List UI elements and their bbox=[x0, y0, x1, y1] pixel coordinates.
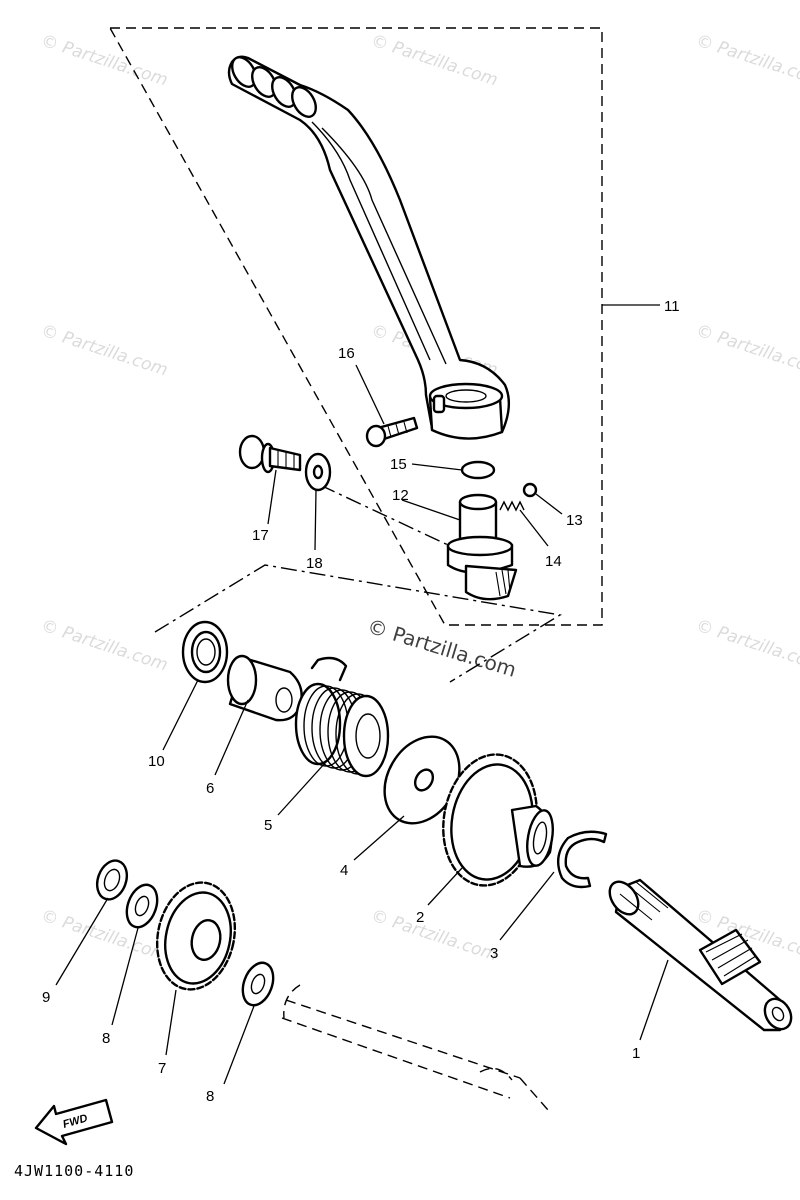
callout-8: 8 bbox=[102, 1030, 110, 1047]
alignment-line bbox=[319, 484, 449, 546]
phantom-shaft bbox=[281, 984, 549, 1111]
washer-8 bbox=[125, 883, 159, 929]
leader-line bbox=[223, 1005, 255, 1085]
watermark-layer: © Partzilla.com © Partzilla.com © Partzi… bbox=[38, 31, 800, 966]
leader-line bbox=[535, 493, 563, 515]
clip-3 bbox=[556, 830, 608, 889]
kick-crank-lever bbox=[227, 55, 510, 440]
drawing-code: 4JW1100-4110 bbox=[14, 1162, 134, 1180]
bolt-16 bbox=[365, 416, 419, 448]
callout-17: 17 bbox=[252, 527, 269, 544]
flange-bolt-17 bbox=[238, 434, 302, 474]
leader-line bbox=[111, 927, 139, 1026]
idler-gear-7 bbox=[155, 881, 237, 991]
leader-line bbox=[277, 761, 327, 816]
callout-14: 14 bbox=[545, 553, 562, 570]
watermark-center: © Partzilla.com bbox=[365, 614, 520, 682]
kick-spring-5 bbox=[294, 656, 390, 778]
callout-11: 11 bbox=[664, 298, 680, 315]
callout-10: 10 bbox=[148, 753, 165, 770]
callout-5: 5 bbox=[264, 817, 272, 834]
watermark-text: © Partzilla.com bbox=[38, 321, 170, 381]
leader-line bbox=[314, 489, 317, 551]
watermark-text: © Partzilla.com bbox=[368, 31, 500, 91]
leader-line bbox=[519, 509, 549, 547]
leader-line bbox=[55, 897, 109, 986]
leader-line bbox=[353, 815, 405, 861]
forward-direction-arrow: FWD bbox=[34, 1098, 114, 1146]
kick-gear-2 bbox=[442, 753, 554, 887]
kick-crank-assembly-outline bbox=[108, 27, 603, 626]
kick-boss-12 bbox=[446, 493, 518, 601]
watermark-text: © Partzilla.com bbox=[38, 31, 170, 91]
leader-line bbox=[355, 364, 385, 425]
subassembly-outline bbox=[154, 564, 562, 683]
callout-7: 7 bbox=[158, 1060, 166, 1077]
circlip-9 bbox=[95, 859, 129, 901]
leader-line bbox=[639, 959, 669, 1041]
leader-line bbox=[214, 699, 249, 776]
oil-seal-10 bbox=[181, 620, 229, 684]
leader-line bbox=[267, 469, 277, 525]
ball-13 bbox=[522, 482, 538, 498]
leader-line bbox=[162, 679, 199, 751]
watermark-text: © Partzilla.com bbox=[368, 906, 500, 966]
callout-8: 8 bbox=[206, 1088, 214, 1105]
o-ring-15 bbox=[460, 460, 496, 480]
callout-15: 15 bbox=[390, 456, 407, 473]
washer-18 bbox=[304, 452, 332, 492]
callout-12: 12 bbox=[392, 487, 409, 504]
callout-3: 3 bbox=[490, 945, 498, 962]
leader-line bbox=[165, 989, 177, 1056]
callout-9: 9 bbox=[42, 989, 50, 1006]
watermark-text: © Partzilla.com bbox=[693, 321, 800, 381]
callout-4: 4 bbox=[340, 862, 348, 879]
washer-8 bbox=[241, 961, 275, 1007]
watermark-text: © Partzilla.com bbox=[38, 616, 170, 676]
leader-line bbox=[427, 867, 463, 906]
spring-14 bbox=[499, 500, 525, 512]
watermark-text: © Partzilla.com bbox=[693, 31, 800, 91]
callout-16: 16 bbox=[338, 345, 355, 362]
callout-2: 2 bbox=[416, 909, 424, 926]
callout-6: 6 bbox=[206, 780, 214, 797]
leader-line bbox=[499, 871, 555, 941]
callout-18: 18 bbox=[306, 555, 323, 572]
leader-line bbox=[401, 499, 461, 521]
leader-line bbox=[411, 463, 463, 471]
collar-6 bbox=[226, 654, 303, 722]
callout-13: 13 bbox=[566, 512, 583, 529]
watermark-text: © Partzilla.com bbox=[693, 616, 800, 676]
callout-1: 1 bbox=[632, 1045, 640, 1062]
callout-labels: 11 16 15 12 13 14 17 18 10 6 5 4 2 3 1 9… bbox=[42, 298, 680, 1105]
kick-axle-1 bbox=[608, 878, 793, 1032]
